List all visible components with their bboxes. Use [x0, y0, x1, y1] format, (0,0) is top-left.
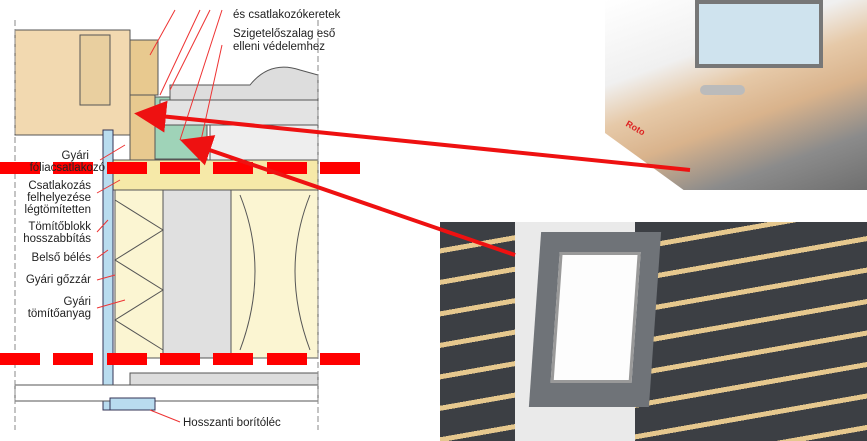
window-frame-photo [605, 0, 867, 190]
arrow-to-collar [179, 135, 516, 257]
label-seal-block-2: hosszabbítás [23, 233, 91, 245]
leader-lines [96, 9, 223, 423]
label-sealant-1: Gyári [63, 296, 91, 308]
label-connection-1: Csatlakozás [28, 180, 91, 192]
window-handle [700, 85, 745, 95]
label-cover-strip: Hosszanti borítóléc [183, 417, 281, 429]
red-dash-lines [0, 162, 360, 365]
label-factory-foil: Gyári [61, 150, 89, 162]
label-vapor-barrier: Gyári gőzzár [25, 274, 91, 286]
arrow-to-frame [134, 100, 691, 172]
label-connection-2: felhelyezése [27, 192, 91, 204]
inner-lining [102, 129, 114, 411]
label-inner-lining: Belső bélés [31, 252, 91, 264]
label-frame: és csatlakozókeretek [233, 9, 341, 21]
rafter [162, 189, 232, 359]
label-sealant-2: tömítőanyag [27, 308, 91, 320]
cover-strip [109, 397, 156, 411]
glazing [695, 0, 823, 68]
window-frame [14, 29, 131, 136]
label-factory-foil-2: fóliacsatlakozó [29, 162, 105, 174]
label-insulation-strip: Szigetelőszalag eső elleni védelemhez [233, 28, 336, 53]
roof-window-installation-photo [440, 222, 867, 441]
label-connection-3: légtömítetten [24, 204, 91, 216]
label-seal-block-1: Tömítőblokk [28, 221, 91, 233]
